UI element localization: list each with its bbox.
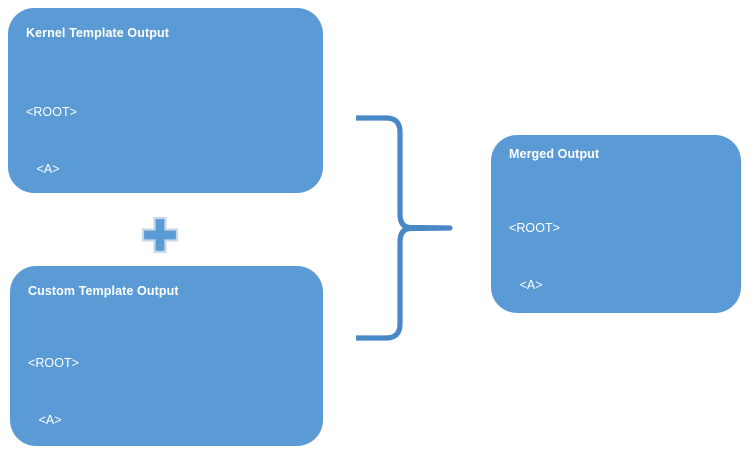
code-line: <B id='1'>Hello</B> (26, 219, 159, 233)
code-line: <A> (28, 413, 62, 427)
code-line: <B id="1">Hello</B> (509, 335, 646, 349)
code-line: <ROOT> (509, 221, 561, 235)
merged-output-box: Merged Output <ROOT> <A> <B id="1">Hello… (491, 135, 741, 457)
kernel-template-output-box: Kernel Template Output <ROOT> <A> <B id=… (8, 8, 323, 404)
plus-icon (141, 216, 179, 254)
kernel-template-output-title: Kernel Template Output (26, 26, 169, 40)
code-line: <A> (509, 278, 543, 292)
custom-template-output-box: Custom Template Output <ROOT> <A> <B id=… (10, 266, 323, 446)
custom-template-output-title: Custom Template Output (28, 284, 179, 298)
code-line: <ROOT> (28, 356, 80, 370)
merged-output-code: <ROOT> <A> <B id="1">Hello</B> </A> </RO… (509, 181, 645, 457)
code-line: </A> (509, 392, 547, 406)
custom-template-output-code: <ROOT> <A> <B id='2' merge:action='delet… (28, 316, 220, 457)
code-line: </ROOT> (509, 449, 564, 457)
code-line: <A> (26, 162, 60, 176)
code-line: <ROOT> (26, 105, 78, 119)
merged-output-title: Merged Output (509, 147, 600, 161)
curly-brace-connector-icon (348, 105, 463, 355)
